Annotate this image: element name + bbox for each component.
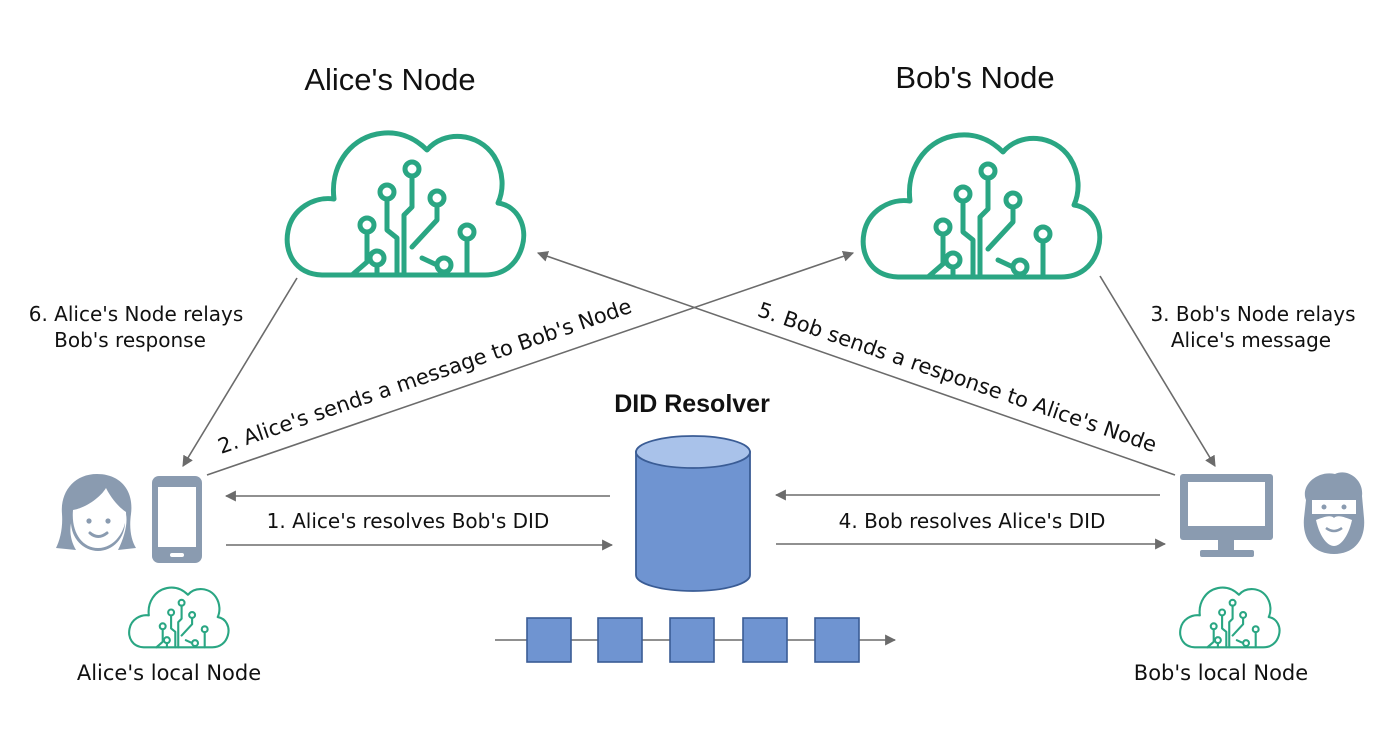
phone-icon <box>152 476 202 563</box>
did-resolver-title: DID Resolver <box>614 390 770 418</box>
database-icon <box>635 435 751 592</box>
bob-cloud-icon <box>863 135 1100 277</box>
bob-node-title: Bob's Node <box>895 60 1054 95</box>
alice-avatar-icon <box>56 474 136 551</box>
alice-cloud-icon <box>287 133 524 275</box>
arrow-step-3 <box>1099 275 1216 467</box>
alice-local-cloud-icon <box>128 586 230 649</box>
monitor-icon <box>1180 474 1273 557</box>
step-1-label: 1. Alice's resolves Bob's DID <box>267 509 550 533</box>
bob-local-node-label: Bob's local Node <box>1134 661 1308 685</box>
relay-bob-line-1: 3. Bob's Node relays <box>1150 302 1355 326</box>
alice-local-node-label: Alice's local Node <box>77 661 261 685</box>
relay-alice-line-2: Bob's response <box>54 328 206 352</box>
relay-bob-line-2: Alice's message <box>1171 328 1331 352</box>
arrow-step-2 <box>206 251 855 476</box>
relay-alice-line-1: 6. Alice's Node relays <box>29 302 244 326</box>
alice-node-title: Alice's Node <box>304 62 475 97</box>
bob-local-cloud-icon <box>1179 586 1281 649</box>
blockchain-icon <box>495 617 897 663</box>
step-5-label: 5. Bob sends a response to Alice's Node <box>755 298 1160 457</box>
step-4-label: 4. Bob resolves Alice's DID <box>839 509 1106 533</box>
arrow-step-6 <box>182 277 298 467</box>
arrow-step-5 <box>536 251 1176 476</box>
bob-avatar-icon <box>1303 472 1365 554</box>
step-2-label: 2. Alice's sends a message to Bob's Node <box>215 294 635 459</box>
